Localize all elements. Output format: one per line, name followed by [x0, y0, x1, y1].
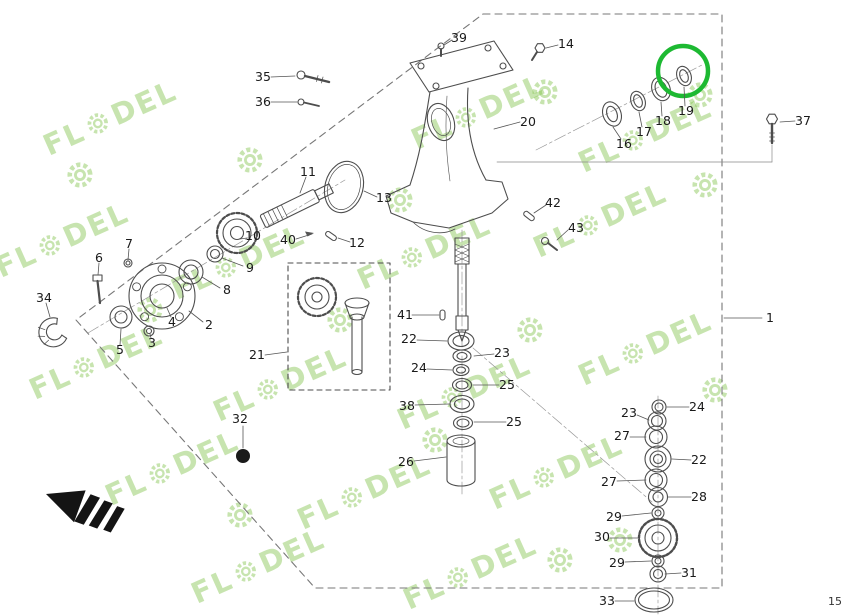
part-25-ring-b	[452, 415, 474, 431]
part-35-bolt	[296, 70, 331, 84]
part-3-washer	[143, 325, 155, 337]
bolt-37-axis	[496, 144, 773, 163]
part-24-ring-right	[651, 399, 667, 415]
part-2-flange	[128, 262, 196, 330]
dashed-border	[75, 13, 723, 589]
corner-code: 150	[828, 595, 842, 608]
part-20-housing	[385, 40, 514, 234]
part-22-bearing-right	[644, 445, 672, 473]
part-16-seal	[601, 101, 623, 127]
part-27-ring-a	[644, 425, 668, 449]
part-25-ring-a	[451, 377, 473, 393]
part-11-shaft	[259, 183, 334, 228]
leader-lines	[45, 39, 796, 602]
part-32-plug	[236, 449, 250, 463]
part-6-bolt	[92, 274, 103, 305]
part-34-clamp	[37, 317, 68, 348]
centerlines	[87, 63, 705, 615]
part-21-gearset	[287, 262, 391, 391]
part-14-bolt	[531, 43, 546, 61]
part-42-pin	[523, 210, 535, 222]
part-9-washer	[206, 245, 224, 263]
part-37-bolt	[765, 113, 779, 145]
highlight-circle	[655, 43, 711, 99]
part-19-oring	[676, 65, 692, 87]
part-17-washer	[630, 90, 646, 112]
part-41-pin	[439, 309, 446, 321]
part-36-screw	[297, 98, 320, 107]
part-24-washer-center	[452, 363, 470, 377]
part-vertical-shaft	[454, 237, 470, 342]
part-38-seal	[449, 394, 475, 414]
part-12-pin	[325, 230, 337, 242]
part-26-bushing	[446, 434, 476, 487]
part-13-oring	[323, 160, 365, 214]
part-23-washer-center	[452, 349, 472, 363]
part-22-bearing-center	[447, 331, 475, 351]
part-43-screw	[540, 236, 558, 251]
direction-arrow-icon	[46, 490, 125, 533]
part-30-gear	[637, 517, 679, 559]
part-10-gear	[215, 211, 259, 255]
part-39-screw	[437, 42, 445, 57]
part-33-oring	[634, 587, 674, 613]
part-29-washer-b	[651, 554, 665, 568]
part-5-bushing	[109, 305, 133, 329]
